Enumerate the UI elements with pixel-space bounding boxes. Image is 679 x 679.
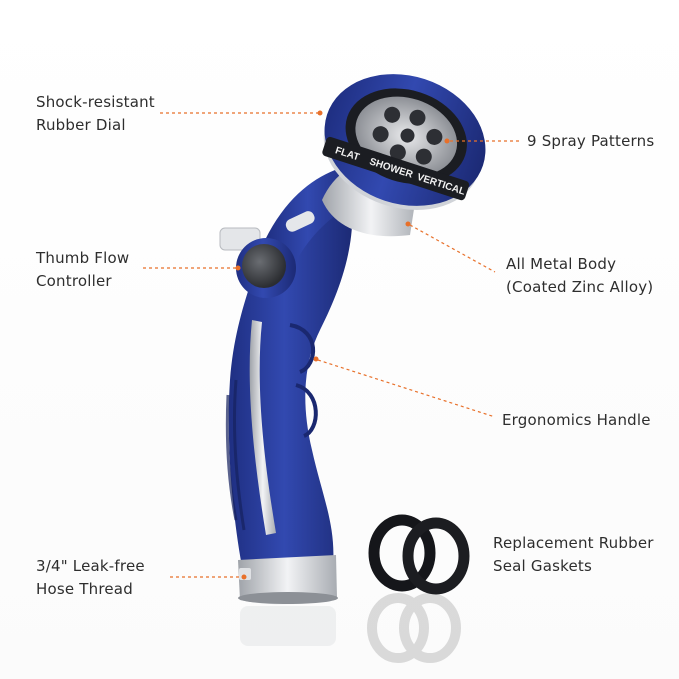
label-thumb-controller: Thumb Flow Controller <box>36 249 130 290</box>
label-metal-body: All Metal Body (Coated Zinc Alloy) <box>506 255 654 296</box>
label-seal-gaskets: Replacement Rubber Seal Gaskets <box>493 534 654 575</box>
label-ergonomic-handle: Ergonomics Handle <box>502 411 651 429</box>
floor-reflection <box>240 593 461 663</box>
seal-gaskets <box>368 514 470 595</box>
thumb-flow-controller <box>219 227 296 298</box>
spray-dial-head: FLAT SHOWER VERTICAL <box>322 74 486 210</box>
label-hose-thread: 3/4" Leak-free Hose Thread <box>36 557 145 598</box>
label-rubber-dial: Shock-resistant Rubber Dial <box>36 93 155 134</box>
label-spray-patterns: 9 Spray Patterns <box>527 132 655 150</box>
leader-dots <box>235 110 450 580</box>
leader-lines <box>143 112 520 578</box>
